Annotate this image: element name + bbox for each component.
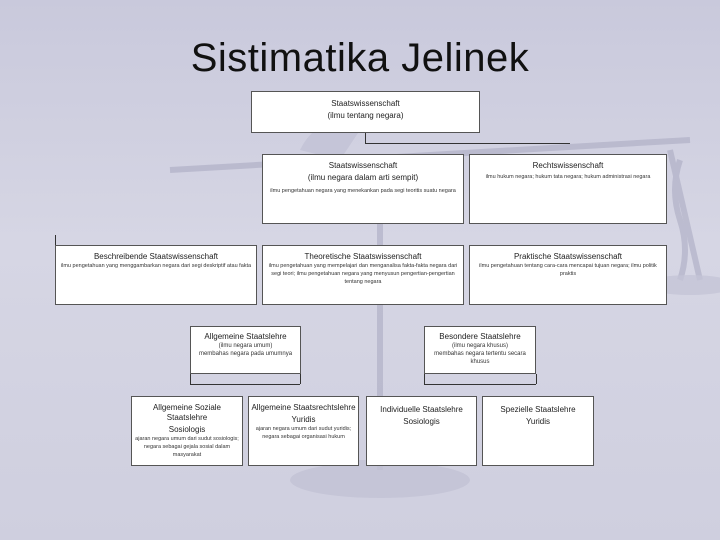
node-description: membahas negara tertentu secara khusus: [425, 350, 535, 366]
diagram-node-besondere-staatslehre: Besondere Staatslehre (ilmu negara khusu…: [424, 326, 536, 374]
node-title: Staatswissenschaft: [252, 92, 479, 109]
slide-title: Sistimatika Jelinek: [0, 36, 720, 81]
node-description: ajaran negara umum dari sudut sosiologis…: [132, 435, 242, 459]
node-subtitle: (ilmu negara dalam arti sempit): [263, 171, 463, 183]
diagram-node-staatswissenschaft: Staatswissenschaft (ilmu negara dalam ar…: [262, 154, 464, 224]
node-subtitle: Sosiologis: [367, 415, 476, 427]
node-subtitle: Yuridis: [483, 415, 593, 427]
diagram-node-allgemeine-soziale: Allgemeine Soziale Staatslehre Sosiologi…: [131, 396, 243, 466]
connector-line: [365, 133, 366, 143]
node-subtitle: (ilmu negara khusus): [425, 342, 535, 350]
node-subtitle: (ilmu negara umum): [191, 342, 300, 350]
diagram-node-beschreibende: Beschreibende Staatswissenschaft ilmu pe…: [55, 245, 257, 305]
node-title: Allgemeine Staatslehre: [191, 327, 300, 342]
node-title: Allgemeine Soziale Staatslehre: [132, 397, 242, 423]
node-title: Praktische Staatswissenschaft: [470, 246, 666, 262]
node-title: Allgemeine Staatsrechtslehre: [249, 397, 358, 413]
connector-line: [190, 374, 191, 384]
node-title: Besondere Staatslehre: [425, 327, 535, 342]
diagram-node-spezielle: Spezielle Staatslehre Yuridis: [482, 396, 594, 466]
connector-line: [365, 143, 570, 144]
node-subtitle: Yuridis: [249, 413, 358, 425]
node-title: Spezielle Staatslehre: [483, 397, 593, 415]
node-description: ilmu pengetahuan yang mempelajari dan me…: [263, 262, 463, 286]
connector-line: [424, 384, 536, 385]
node-title: Theoretische Staatswissenschaft: [263, 246, 463, 262]
node-subtitle: (ilmu tentang negara): [252, 109, 479, 121]
node-title: Individuelle Staatslehre: [367, 397, 476, 415]
connector-line: [536, 374, 537, 384]
node-description: ilmu pengetahuan tentang cara-cara menca…: [470, 262, 666, 278]
connector-line: [55, 235, 56, 245]
connector-line: [190, 384, 300, 385]
node-title: Beschreibende Staatswissenschaft: [56, 246, 256, 262]
node-description: ajaran negara umum dari sudut yuridis; n…: [249, 425, 358, 441]
diagram-node-allgemeine-staatslehre: Allgemeine Staatslehre (ilmu negara umum…: [190, 326, 301, 374]
node-description: ilmu pengetahuan negara yang menekankan …: [263, 183, 463, 195]
node-description: ilmu hukum negara; hukum tata negara; hu…: [470, 171, 666, 181]
node-subtitle: Sosiologis: [132, 423, 242, 435]
diagram-node-allgemeine-staatsrecht: Allgemeine Staatsrechtslehre Yuridis aja…: [248, 396, 359, 466]
connector-line: [300, 374, 301, 384]
node-title: Staatswissenschaft: [263, 155, 463, 171]
diagram-node-theoretische: Theoretische Staatswissenschaft ilmu pen…: [262, 245, 464, 305]
diagram-node-praktische: Praktische Staatswissenschaft ilmu penge…: [469, 245, 667, 305]
node-title: Rechtswissenschaft: [470, 155, 666, 171]
diagram-node-rechtswissenschaft: Rechtswissenschaft ilmu hukum negara; hu…: [469, 154, 667, 224]
diagram-node-root: Staatswissenschaft (ilmu tentang negara): [251, 91, 480, 133]
node-description: membahas negara pada umumnya: [191, 350, 300, 358]
connector-line: [424, 374, 425, 384]
diagram-node-individuelle: Individuelle Staatslehre Sosiologis: [366, 396, 477, 466]
node-description: ilmu pengetahuan yang menggambarkan nega…: [56, 262, 256, 270]
